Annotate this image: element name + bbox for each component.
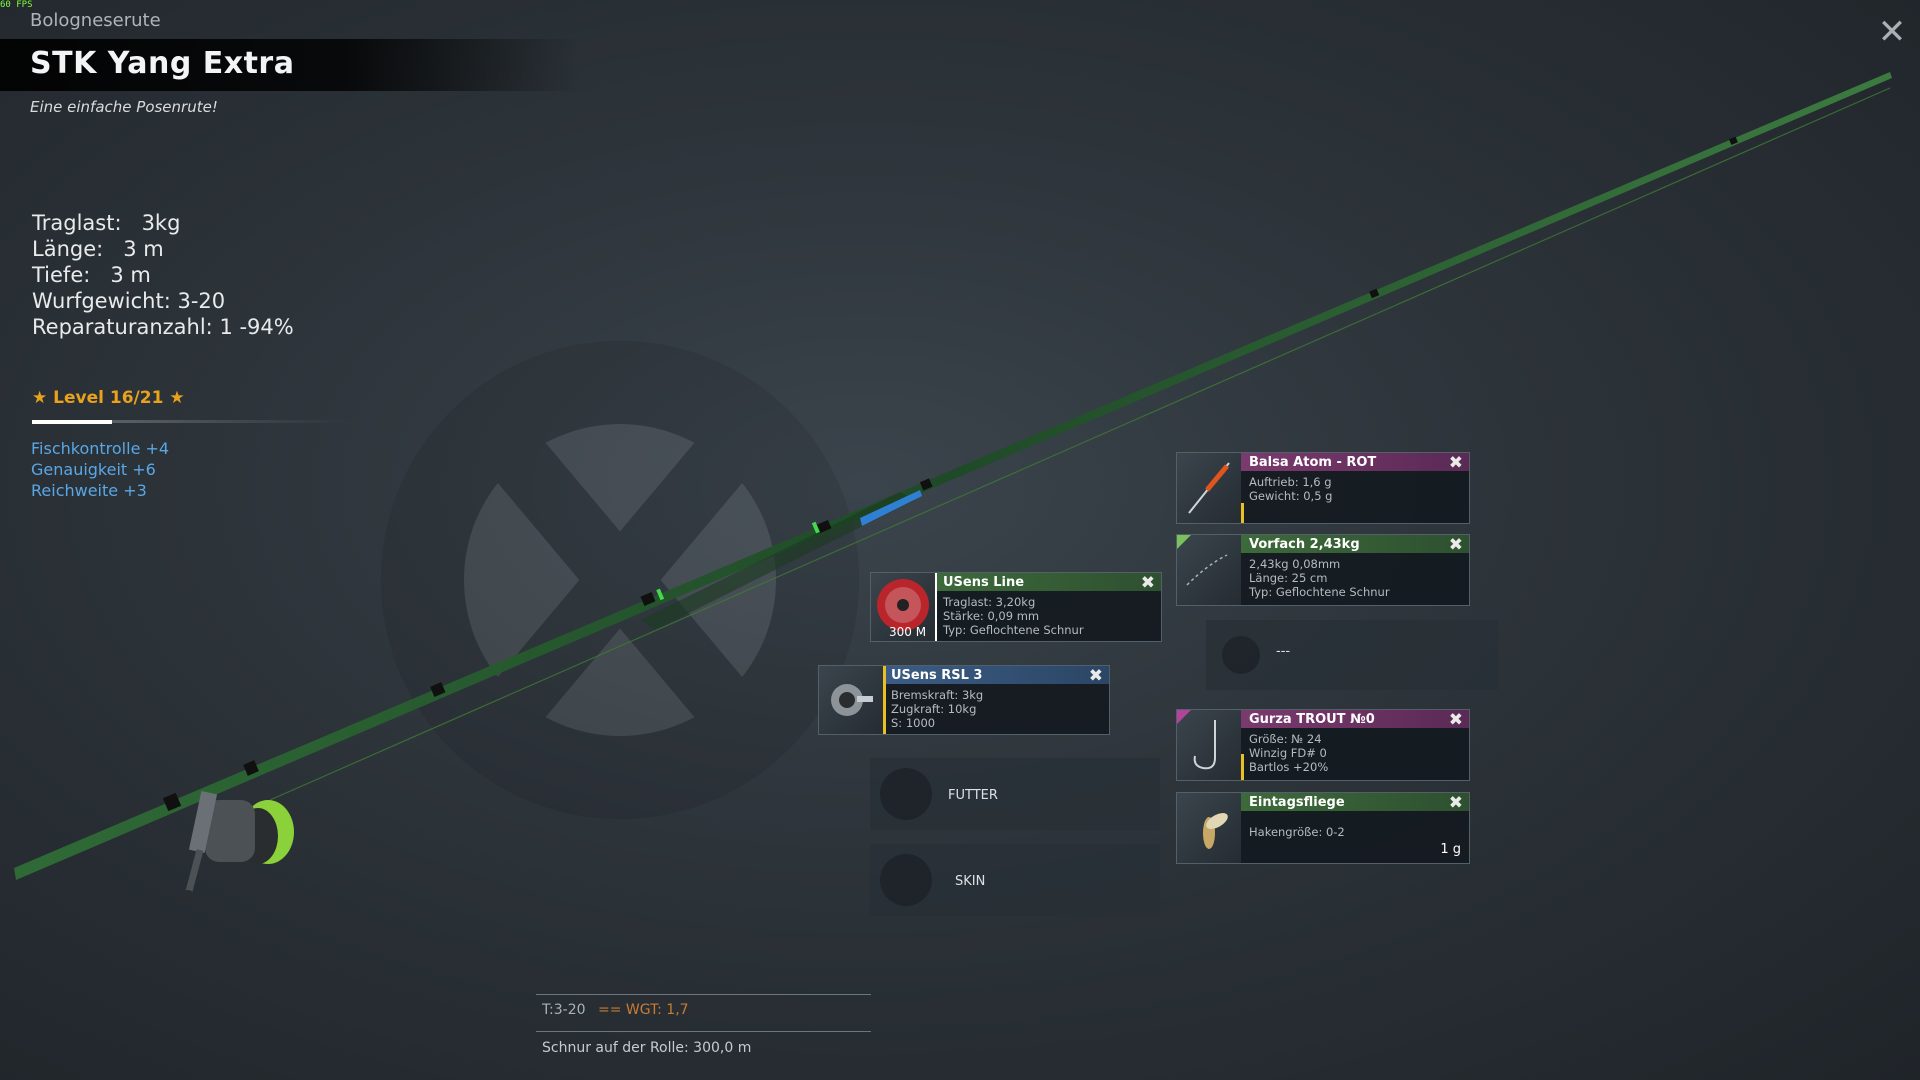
stat-load: Traglast: 3kg (32, 211, 181, 235)
hook-accent (1241, 754, 1244, 780)
summary-weight: == WGT: 1,7 (598, 1002, 689, 1018)
bait-slot[interactable]: Eintagsfliege ✖ Hakengröße: 0-2 1 g (1176, 792, 1470, 864)
summary-top-divider (536, 994, 871, 995)
feed-icon (880, 768, 932, 820)
stat-cast-weight: Wurfgewicht: 3-20 (32, 289, 226, 313)
reel-name: USens RSL 3 (891, 668, 983, 683)
rod-category: Bologneserute (30, 10, 161, 31)
reel-illustration (182, 790, 294, 902)
title-bar (0, 39, 580, 91)
remove-leader-button[interactable]: ✖ (1448, 535, 1463, 555)
reel-icon (819, 666, 883, 734)
leader-slot-header (1241, 535, 1469, 553)
remove-float-button[interactable]: ✖ (1448, 453, 1463, 473)
hook-slot-header (1241, 710, 1469, 728)
level-label: ★ Level 16/21 ★ (32, 388, 185, 408)
stat-depth: Tiefe: 3 m (32, 263, 151, 287)
gear-wrench-watermark (380, 340, 860, 820)
line-accent (935, 573, 937, 641)
bonus-accuracy: Genauigkeit +6 (31, 460, 156, 479)
line-spool-icon: 300 M (871, 573, 935, 641)
bonus-range: Reichweite +3 (31, 481, 147, 500)
level-progress-fill (32, 420, 112, 424)
empty-slot[interactable]: --- (1206, 620, 1498, 690)
reel-accent (883, 666, 886, 734)
bait-weight: 1 g (1440, 842, 1461, 857)
spool-length: 300 M (889, 625, 927, 639)
hook-icon (1177, 710, 1241, 780)
level-progress-track (32, 420, 352, 423)
rod-stats: Traglast: 3kg Länge: 3 m Tiefe: 3 m Wurf… (32, 210, 294, 340)
summary-bottom-divider (536, 1031, 871, 1032)
bonus-fish-control: Fischkontrolle +4 (31, 439, 170, 458)
float-slot-header (1241, 453, 1469, 471)
leader-name: Vorfach 2,43kg (1249, 537, 1360, 552)
empty-slot-label: --- (1276, 644, 1291, 659)
float-name: Balsa Atom - ROT (1249, 455, 1377, 470)
rod-title: STK Yang Extra (30, 46, 295, 81)
reel-slot-header (883, 666, 1109, 684)
summary-test-range: T:3-20 (542, 1002, 586, 1018)
hook-name: Gurza TROUT №0 (1249, 712, 1375, 727)
bait-name: Eintagsfliege (1249, 795, 1345, 810)
feed-label: FUTTER (948, 788, 998, 803)
mayfly-icon (1177, 793, 1241, 863)
bait-info: Hakengröße: 0-2 (1249, 825, 1345, 839)
line-name: USens Line (943, 575, 1025, 590)
bonus-list: Fischkontrolle +4 Genauigkeit +6 Reichwe… (31, 438, 169, 501)
remove-bait-button[interactable]: ✖ (1448, 793, 1463, 813)
close-button[interactable]: ✕ (1874, 14, 1910, 50)
close-icon: ✕ (1877, 12, 1907, 52)
remove-line-button[interactable]: ✖ (1140, 573, 1155, 593)
empty-slot-icon (1222, 636, 1260, 674)
float-icon (1177, 453, 1241, 523)
remove-hook-button[interactable]: ✖ (1448, 710, 1463, 730)
stat-repairs: Reparaturanzahl: 1 -94% (32, 315, 294, 339)
tackle-summary: T:3-20 == WGT: 1,7 Schnur auf der Rolle:… (536, 994, 871, 1056)
feed-slot[interactable]: FUTTER (870, 758, 1160, 830)
fps-counter: 60 FPS (0, 0, 33, 10)
summary-line-on-reel: Schnur auf der Rolle: 300,0 m (542, 1040, 752, 1056)
bait-slot-header (1241, 793, 1469, 811)
line-slot-header (935, 573, 1161, 591)
rod-description: Eine einfache Posenrute! (30, 98, 218, 116)
float-accent (1241, 503, 1244, 523)
skin-icon (880, 854, 932, 906)
stat-length: Länge: 3 m (32, 237, 164, 261)
skin-slot[interactable]: SKIN (870, 844, 1160, 916)
leader-icon (1177, 535, 1241, 605)
remove-reel-button[interactable]: ✖ (1088, 666, 1103, 686)
skin-label: SKIN (955, 874, 986, 889)
